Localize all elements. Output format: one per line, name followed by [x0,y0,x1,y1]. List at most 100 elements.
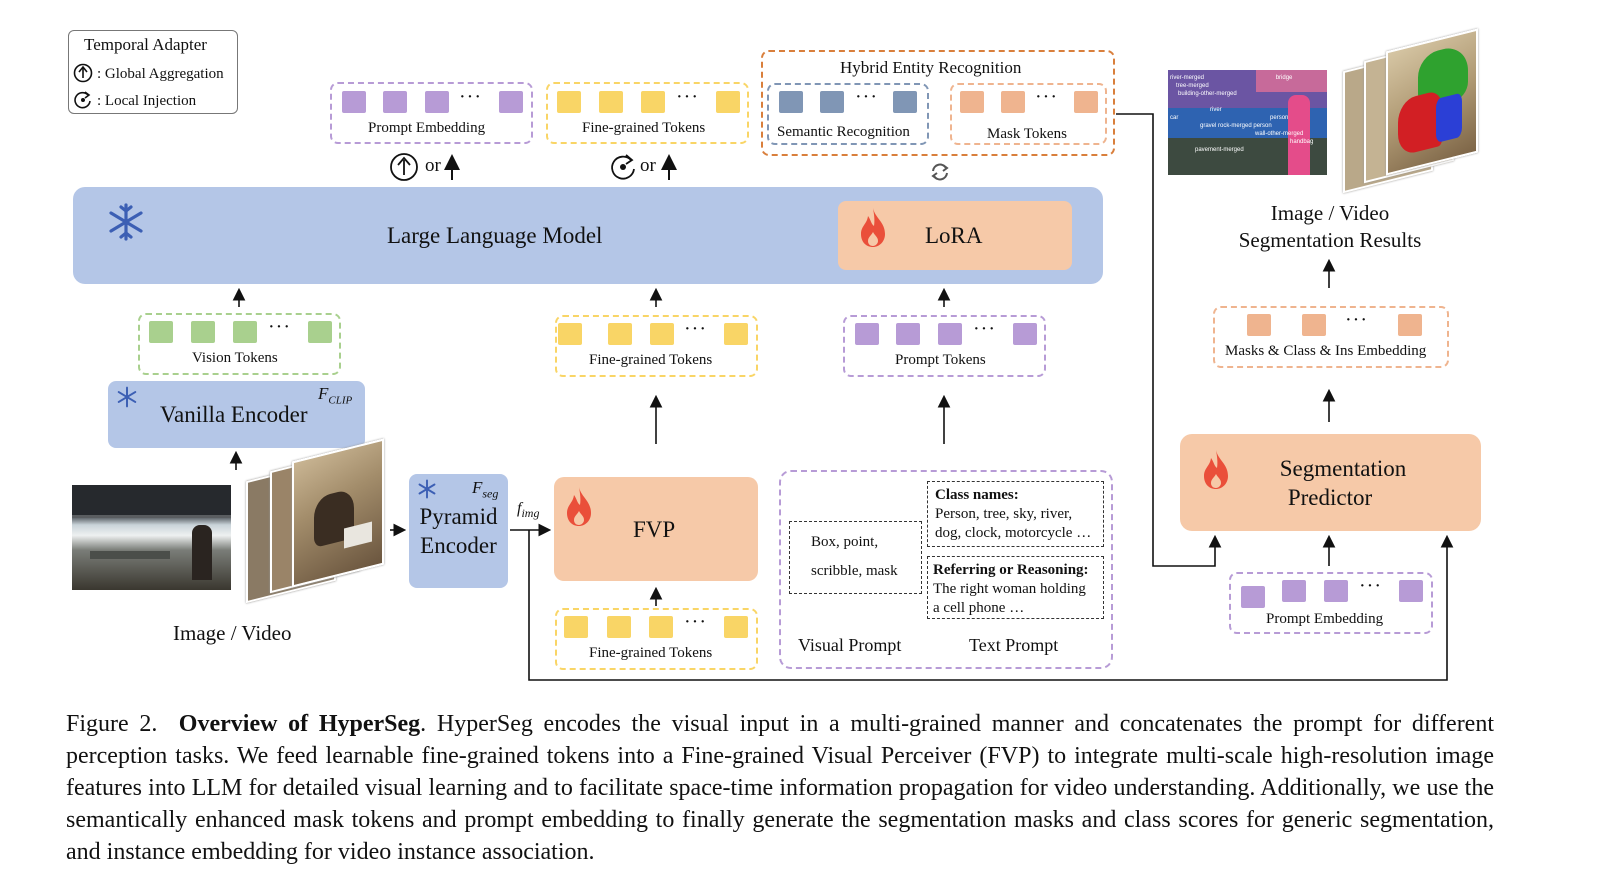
or-text: or [425,155,441,176]
token-square [938,323,962,345]
seg-label: wall-other-merged [1255,131,1304,137]
fclip-sub: CLIP [328,394,353,407]
fvp-label: FVP [633,517,676,542]
token-square [599,91,623,113]
results-line1: Image / Video [1270,201,1390,225]
text-prompt-label: Text Prompt [969,635,1059,655]
input-label: Image / Video [173,621,292,645]
seg-label: person [1253,123,1272,129]
mask-tokens-label: Mask Tokens [987,126,1067,142]
masks-class-ins-group [1213,306,1449,368]
fine-grained-mid-group [555,315,758,377]
seg-label: pavement-merged [1195,147,1244,153]
pyramid-encoder-block [409,474,508,588]
legend-title: Temporal Adapter [84,35,207,54]
semantic-recognition-label: Semantic Recognition [777,124,910,140]
vanilla-encoder-block [108,381,365,448]
fvp-block [554,477,758,581]
fimg-main: f [517,500,522,517]
prompt-embedding-right-group [1229,572,1433,634]
global-aggregation-icon [389,152,419,187]
ellipsis: ··· [1035,86,1058,108]
local-injection-icon [73,90,93,115]
referring-box [927,556,1104,619]
token-square [724,323,748,345]
semantic-recognition-group [767,83,929,145]
fimg-sub: img [521,506,540,521]
legend-local: : Local Injection [97,93,197,109]
token-square [1282,580,1306,602]
token-square [896,323,920,345]
class-names-box [927,481,1104,547]
vanilla-encoder-label: Vanilla Encoder [160,402,308,427]
token-square [779,91,803,113]
global-aggregation-icon [73,63,93,88]
ellipsis: ··· [1359,575,1382,597]
masks-class-ins-label: Masks & Class & Ins Embedding [1225,343,1427,359]
seg-label: river [1210,107,1222,113]
fclip-label: FCLIP [318,384,352,406]
snowflake-icon [417,479,437,504]
pyramid-encoder-line1: Pyramid [419,504,498,529]
legend-global: : Global Aggregation [97,66,224,82]
vision-tokens-label: Vision Tokens [192,350,278,366]
ellipsis: ··· [684,611,707,633]
token-square [425,91,449,113]
cycle-icon [929,161,951,188]
fclip-main: F [318,384,329,403]
prompt-embedding-group [330,82,533,144]
class-names-title: Class names: [935,487,1019,503]
fire-icon [563,484,595,533]
visual-prompt-line2: scribble, mask [811,563,898,579]
seg-label: bridge [1275,75,1293,81]
token-square [1398,314,1422,336]
prompt-embedding-label: Prompt Embedding [368,120,486,136]
visual-prompt-box [789,521,922,594]
token-square [716,91,740,113]
token-square [650,323,674,345]
token-square [1399,580,1423,602]
fine-grained-bottom-label: Fine-grained Tokens [589,645,713,661]
referring-line1: The right woman holding [933,581,1086,597]
vision-tokens-group [138,313,341,375]
prompts-panel [779,470,1113,669]
fire-icon [857,206,889,253]
caption-text: . HyperSeg encodes the visual input in a… [66,711,1495,865]
class-names-line2: dog, clock, motorcycle … [935,525,1092,541]
results-line2: Segmentation Results [1238,228,1422,252]
visual-prompt-label: Visual Prompt [798,635,902,655]
fseg-sub: seg [482,486,499,501]
seg-label: tree-merged [1176,83,1209,89]
caption-title: Overview of HyperSeg [178,711,421,737]
seg-label: car [1170,115,1179,121]
or-text: or [640,155,656,176]
prompt-tokens-label: Prompt Tokens [895,352,986,368]
hybrid-entity-title: Hybrid Entity Recognition [840,58,1022,77]
fine-grained-top-label: Fine-grained Tokens [582,120,706,136]
token-square [649,616,673,638]
seg-predictor-line2: Predictor [1287,485,1373,510]
token-square [1241,586,1265,608]
llm-label: Large Language Model [387,223,603,248]
token-square [308,321,332,343]
input-video-frame [292,438,384,588]
token-square [383,91,407,113]
token-square [1302,314,1326,336]
fimg-label: fimg [517,500,539,521]
referring-title: Referring or Reasoning: [933,562,1089,578]
token-square [191,321,215,343]
seg-label: person [1270,115,1289,121]
seg-label: gravel [1200,123,1217,129]
token-square [608,323,632,345]
ellipsis: ··· [684,318,707,340]
legend-box [68,30,238,114]
token-square [724,616,748,638]
lora-label: LoRA [925,223,983,248]
segmentation-video-frame [1386,28,1478,176]
visual-prompt-line1: Box, point, [811,534,879,550]
input-image-river [72,485,231,590]
ellipsis: ··· [676,86,699,108]
token-square [499,91,523,113]
token-square [1324,580,1348,602]
